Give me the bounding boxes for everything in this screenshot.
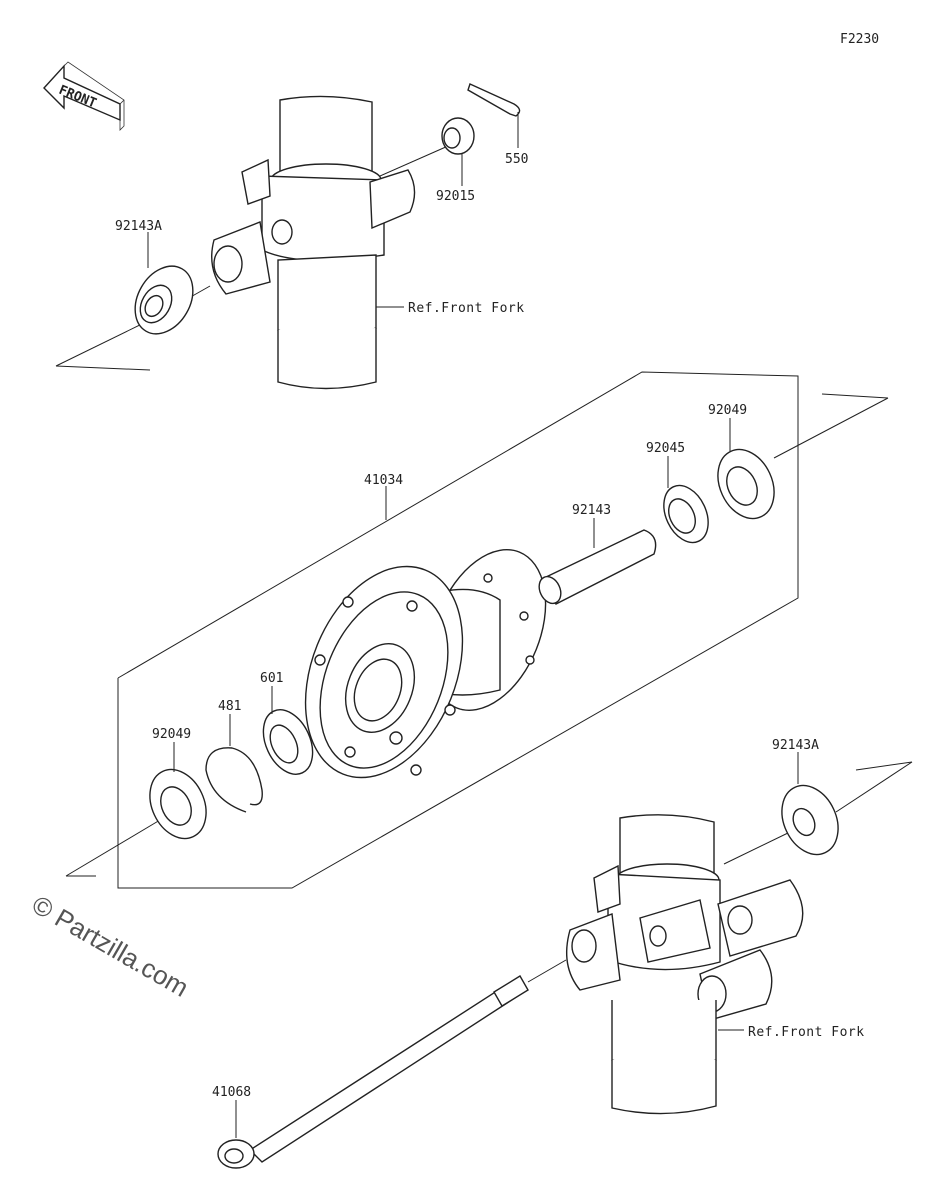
label-550: 550 xyxy=(505,152,528,167)
diagram-code: F2230 xyxy=(840,32,879,47)
watermark: © Partzilla.com xyxy=(27,889,194,1003)
circlip-481 xyxy=(205,747,263,813)
label-41034: 41034 xyxy=(364,473,403,488)
collar-92143a-top xyxy=(134,265,194,335)
upper-front-fork xyxy=(211,95,416,390)
label-92143: 92143 xyxy=(572,503,611,518)
bearing-601 xyxy=(262,709,314,775)
axle-41068 xyxy=(217,975,529,1169)
bearing-92045 xyxy=(663,484,709,544)
oil-seal-92049-left xyxy=(149,768,207,840)
collar-92143a-bottom xyxy=(781,784,839,856)
label-481: 481 xyxy=(218,699,241,714)
label-92143a-bottom: 92143A xyxy=(772,738,819,753)
label-601: 601 xyxy=(260,671,283,686)
hub-assembly-frame xyxy=(117,371,799,889)
label-92045: 92045 xyxy=(646,441,685,456)
lower-front-fork xyxy=(565,814,804,1115)
cotter-pin-550 xyxy=(467,83,521,117)
label-92143a-top: 92143A xyxy=(115,219,162,234)
spacer-92143 xyxy=(538,529,657,605)
label-92049-right: 92049 xyxy=(708,403,747,418)
upper-fork-ref-label: Ref.Front Fork xyxy=(408,301,525,316)
label-41068: 41068 xyxy=(212,1085,251,1100)
oil-seal-92049-right xyxy=(717,448,775,520)
label-92049-left: 92049 xyxy=(152,727,191,742)
nut-92015 xyxy=(441,117,475,155)
lower-fork-ref-label: Ref.Front Fork xyxy=(748,1025,865,1040)
label-92015: 92015 xyxy=(436,189,475,204)
front-arrow-icon: FRONT xyxy=(43,61,125,131)
hub-41034 xyxy=(304,549,547,779)
